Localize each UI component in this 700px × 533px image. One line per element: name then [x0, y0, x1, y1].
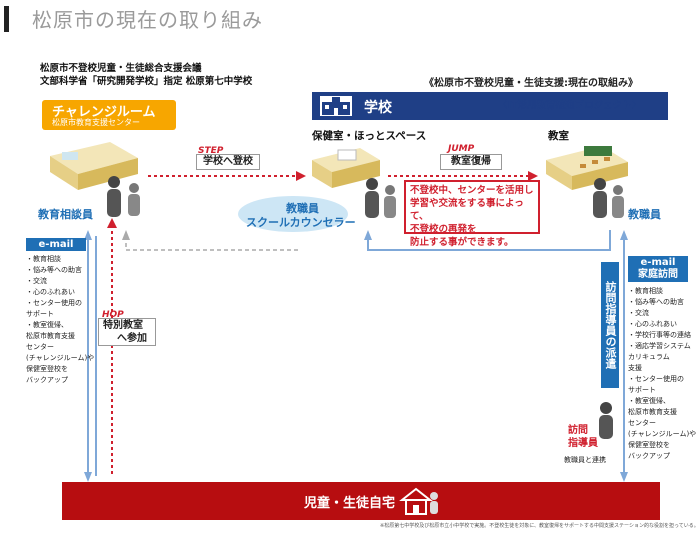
classroom-illustration — [546, 146, 628, 190]
note-line-3: 不登校の再発を — [410, 224, 477, 235]
list-item: ・適応学習システム — [628, 342, 691, 350]
list-item: バックアップ — [628, 452, 670, 460]
step-label: 学校へ登校 — [196, 154, 260, 170]
hop-tag: HOP — [102, 310, 124, 320]
center-room-illustration — [50, 142, 138, 190]
list-item: ・教育相談 — [26, 255, 61, 263]
visit-dispatch-bar: 訪問指導員の派遣 — [601, 262, 619, 388]
home-label: 児童・生徒自宅 — [304, 496, 396, 511]
challenge-room-box: チャレンジルーム 松原市教育支援センター — [42, 100, 176, 130]
list-item: 支援 — [628, 364, 642, 372]
renkei-label: 教職員と連携 — [564, 456, 606, 464]
visit-label-1: 訪問 — [568, 425, 588, 436]
list-item: (チャレンジルーム)や — [26, 354, 95, 362]
list-item: 保健室登校を — [26, 365, 68, 373]
list-item: ・教育相談 — [628, 287, 663, 295]
list-item: 松原市教育支援 — [26, 332, 75, 340]
list-item: センター — [628, 419, 656, 427]
visit-instructor-label: 訪問 指導員 — [568, 424, 608, 450]
list-item: ・交流 — [628, 309, 649, 317]
right-head-visit: 家庭訪問 — [638, 269, 678, 280]
list-item: サポート — [26, 310, 54, 318]
project-label: 〈IT活用教育推進プロジェクト〉 — [498, 100, 642, 111]
diagram-title: 《松原市不登校児童・生徒支援:現在の取組み》 — [424, 78, 638, 89]
kyoshitsu-label: 教室 — [548, 130, 569, 142]
kyoshokuin-label: 教職員 — [628, 208, 661, 221]
list-item: ・心のふれあい — [628, 320, 677, 328]
student-people-icon — [365, 178, 396, 218]
list-item: 松原市教育支援 — [628, 408, 677, 416]
page-title: 松原市の現在の取り組み — [32, 8, 263, 32]
footnote: ※松原第七中学校及び松原市立小中学校で実施。不登校生徒を対象に、教室復帰をサポー… — [380, 523, 699, 529]
visitor-person-icon — [599, 402, 613, 439]
hoken-label: 保健室・ほっとスペース — [312, 130, 427, 142]
list-item: ・学校行事等の連絡 — [628, 331, 691, 339]
right-support-list: ・教育相談 ・悩み等への助言 ・交流 ・心のふれあい ・学校行事等の連絡 ・適応… — [628, 286, 696, 462]
title-accent-bar — [4, 6, 9, 32]
list-item: サポート — [628, 386, 656, 394]
list-item: バックアップ — [26, 376, 68, 384]
hop-box: 特別教室 へ参加 — [98, 318, 156, 346]
counselor-people-icon — [107, 176, 140, 217]
challenge-room-label: チャレンジルーム — [52, 105, 156, 120]
hop-label-1: 特別教室 — [103, 320, 143, 331]
hop-label-2: へ参加 — [117, 333, 147, 344]
list-item: ・センター使用の — [26, 299, 82, 307]
list-item: ・教室復帰、 — [628, 397, 670, 405]
left-email-head: e-mail — [26, 238, 86, 251]
list-item: 保健室登校を — [628, 441, 670, 449]
list-item: ・悩み等への助言 — [628, 298, 684, 306]
step-tag: STEP — [198, 146, 224, 156]
jump-label: 教室復帰 — [440, 154, 502, 170]
list-item: ・交流 — [26, 277, 47, 285]
note-line-2: 学習や交流をする事によって、 — [410, 198, 524, 222]
right-email-head: e-mail 家庭訪問 — [628, 256, 688, 282]
kyouiku-soudan-label: 教育相談員 — [38, 208, 93, 221]
right-head-email: e-mail — [640, 257, 676, 268]
home-bar: 児童・生徒自宅 — [62, 482, 660, 520]
list-item: ・悩み等への助言 — [26, 266, 82, 274]
hoken-room-illustration — [312, 148, 380, 188]
left-support-list: ・教育相談 ・悩み等への助言 ・交流 ・心のふれあい ・センター使用の サポート… — [26, 254, 94, 386]
school-building-icon — [320, 96, 352, 116]
list-item: ・教室復帰、 — [26, 321, 68, 329]
counselor-line2: スクールカウンセラー — [246, 216, 356, 229]
counselor-ellipse — [238, 196, 348, 232]
jump-tag: JUMP — [448, 144, 475, 154]
counselor-line1: 教職員 — [286, 202, 319, 215]
list-item: ・心のふれあい — [26, 288, 75, 296]
note-line-4: 防止する事ができます。 — [410, 237, 514, 248]
challenge-center-label: 松原市教育支援センター — [52, 118, 140, 127]
list-item: ・センター使用の — [628, 375, 684, 383]
subtitle-council: 松原市不登校児童・生徒総合支援会議 — [40, 63, 202, 74]
school-label: 学校 — [364, 100, 392, 116]
subtitle-school: 文部科学省「研究開発学校」指定 松原第七中学校 — [40, 76, 253, 87]
list-item: センター — [26, 343, 54, 351]
note-line-1: 不登校中、センターを活用し — [410, 185, 534, 196]
list-item: カリキュラム — [628, 353, 670, 361]
prevention-note: 不登校中、センターを活用し 学習や交流をする事によって、 不登校の再発を 防止す… — [404, 180, 540, 248]
teacher-people-icon — [593, 178, 624, 218]
visit-label-2: 指導員 — [568, 438, 598, 449]
school-bar: 学校 — [312, 92, 668, 120]
home-icon — [399, 487, 438, 515]
list-item: (チャレンジルーム)や — [628, 430, 697, 438]
